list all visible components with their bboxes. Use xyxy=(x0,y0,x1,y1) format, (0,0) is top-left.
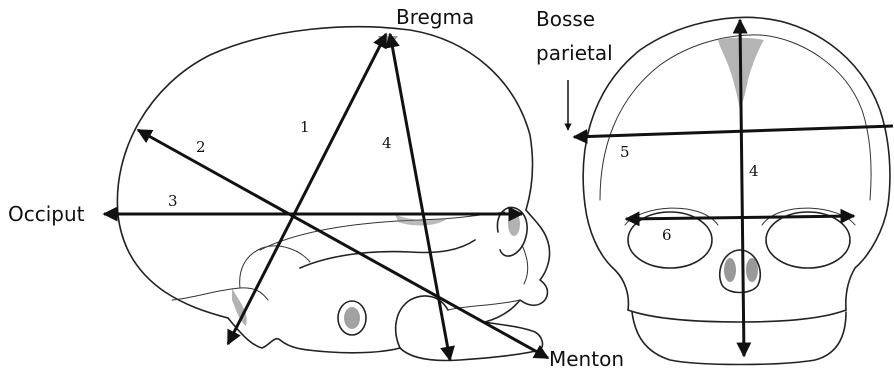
frontal-skull xyxy=(583,17,890,364)
bosse-label-line1: Bosse xyxy=(536,7,595,31)
orbit-shadow xyxy=(508,212,520,236)
diameter-number-6: 6 xyxy=(662,226,672,244)
left-nostril xyxy=(724,258,736,282)
diameter-number-2: 2 xyxy=(196,138,206,156)
occiput-label: Occiput xyxy=(8,202,85,226)
ear-canal xyxy=(344,307,360,329)
right-orbit xyxy=(766,212,850,268)
zygomatic-arch xyxy=(300,240,475,268)
diameter-line-2 xyxy=(138,130,548,358)
bregma-label: Bregma xyxy=(396,5,474,29)
frontal-maxilla xyxy=(628,310,846,322)
measurement-lines xyxy=(104,20,893,360)
frontal-side-left xyxy=(585,205,628,310)
diameter-number-1: 1 xyxy=(300,118,310,136)
skull-base xyxy=(228,318,400,353)
menton-label: Menton xyxy=(549,347,624,371)
diameter-line-1 xyxy=(228,34,386,344)
mandible xyxy=(400,322,542,361)
lateral-skull xyxy=(117,27,549,361)
diameter-number-4-frontal: 4 xyxy=(749,162,759,180)
labels: Bregma Bosse parietal Occiput Menton 1 2… xyxy=(8,5,759,371)
frontal-side-right xyxy=(846,205,888,310)
diameter-number-4-lateral: 4 xyxy=(382,134,392,152)
right-nostril xyxy=(746,258,758,282)
frontal-mandible xyxy=(632,312,846,365)
cranial-vault-outline xyxy=(117,27,532,215)
diameter-line-6 xyxy=(626,216,854,219)
diameter-number-3: 3 xyxy=(168,192,178,210)
diameter-number-5: 5 xyxy=(620,143,630,161)
bosse-label-line2: parietal xyxy=(536,41,613,65)
occipital-contour xyxy=(118,215,228,318)
nasal-aperture xyxy=(522,245,528,284)
diameter-line-5 xyxy=(574,126,893,137)
